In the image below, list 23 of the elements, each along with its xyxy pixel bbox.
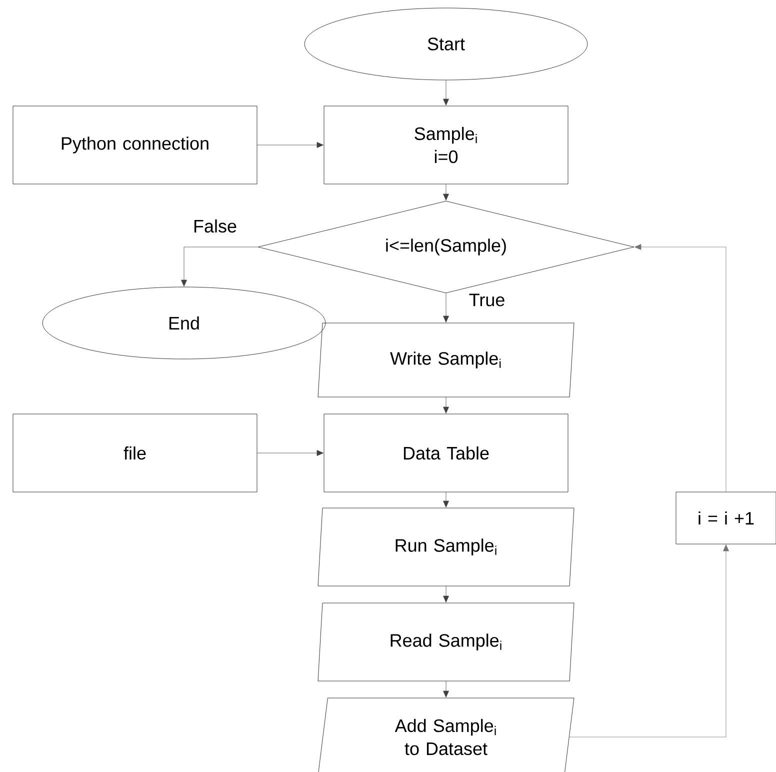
arrow <box>257 142 324 148</box>
arrow <box>634 244 726 492</box>
arrow <box>443 397 449 414</box>
process-box: Python connection <box>12 106 258 184</box>
arrow <box>569 544 729 738</box>
arrow <box>443 80 449 106</box>
edge-label: False <box>192 218 238 234</box>
io-parallelogram: Run Sample$_{i}$ <box>318 508 574 586</box>
arrow <box>443 184 449 200</box>
arrow <box>443 681 449 698</box>
arrow <box>443 586 449 602</box>
io-parallelogram: Add Sample$_{i}$ to Dataset <box>318 698 574 772</box>
edge-label: True <box>468 292 506 308</box>
process-box: Data Table <box>324 414 568 492</box>
io-parallelogram: Write Sample$_{i}$ <box>318 322 574 398</box>
arrow <box>257 450 324 456</box>
arrow <box>181 246 258 286</box>
arrow <box>443 492 449 508</box>
arrow <box>443 293 449 322</box>
process-box: Sample$_{i}$ i=0 <box>324 106 568 184</box>
process-box: i = i +1 <box>676 492 776 544</box>
process-box: file <box>12 414 258 492</box>
io-parallelogram: Read Sample$_{i}$ <box>318 602 574 682</box>
